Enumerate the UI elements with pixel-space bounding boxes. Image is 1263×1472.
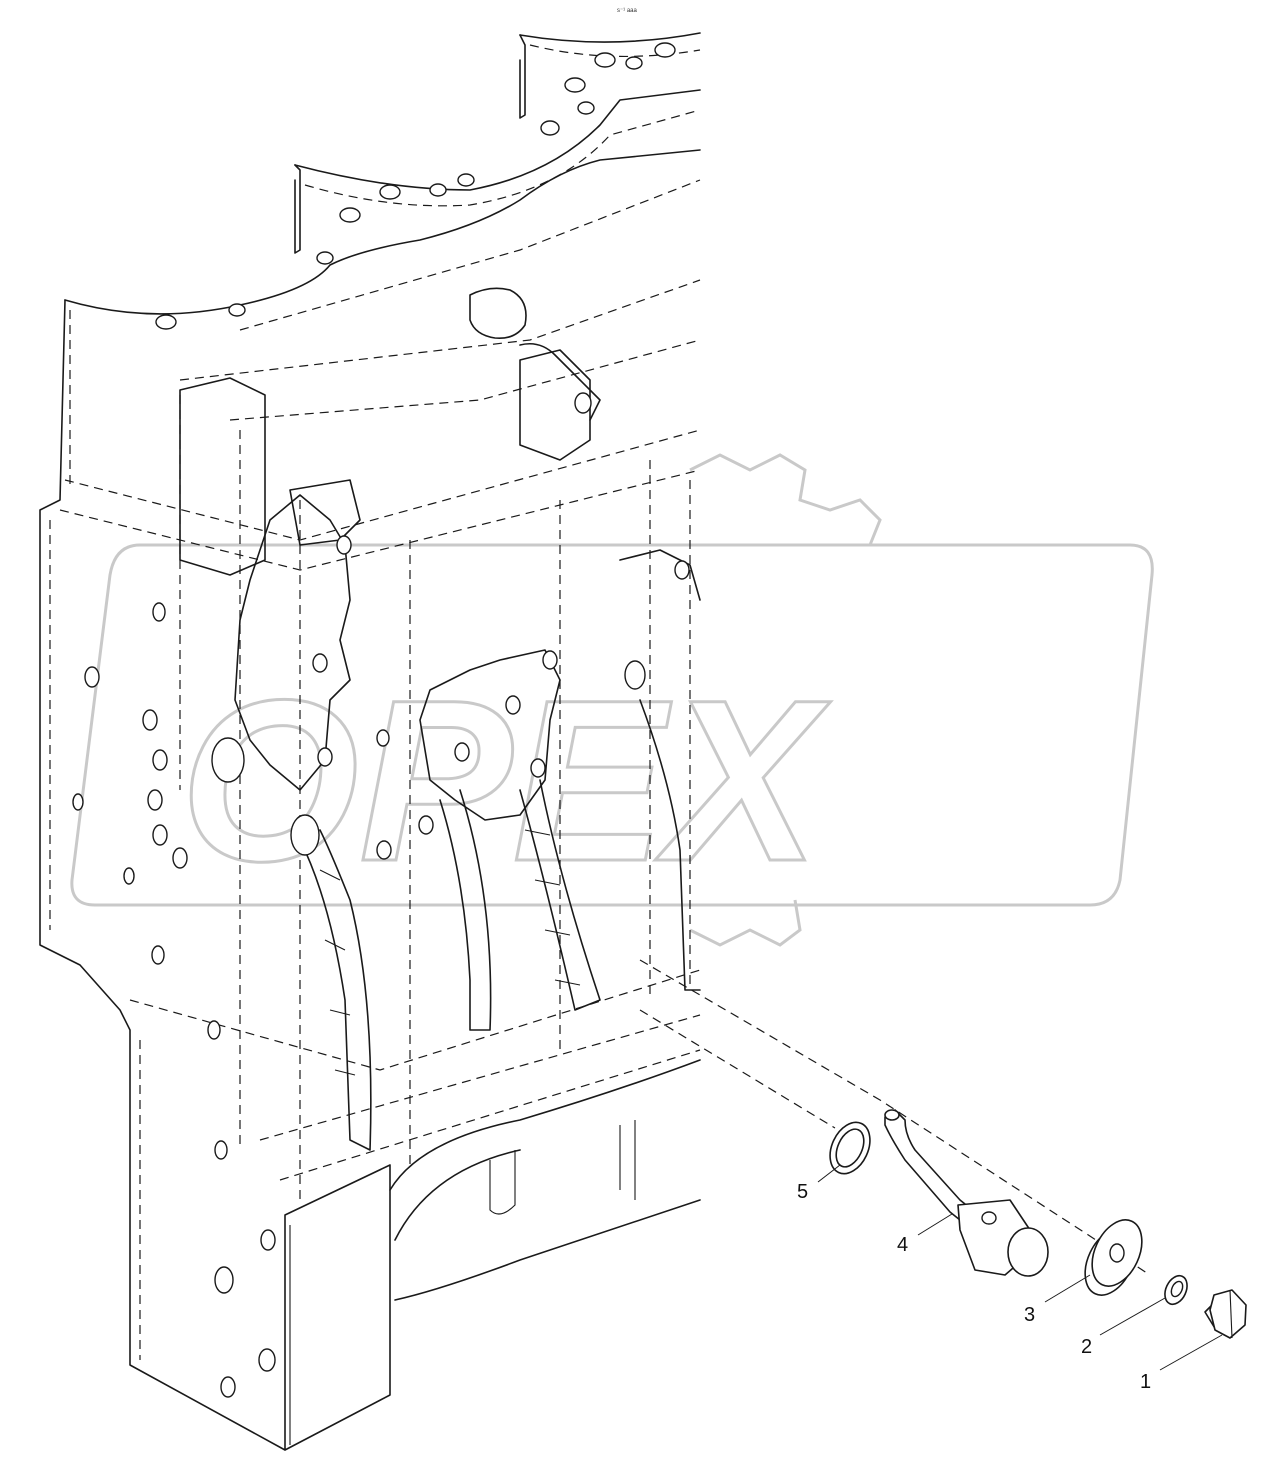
assembly-axis [639,959,1151,1276]
callout-4: 4 [897,1213,953,1256]
callout-5: 5 [797,1164,841,1203]
part-4-oil-pipe [884,1109,1049,1277]
drawing-code: s⁻¹ aaa [617,8,638,14]
part-1-plug-screw [1204,1289,1247,1339]
engine-block [39,32,701,1451]
part-5-o-ring [829,1121,871,1175]
callout-4-label: 4 [897,1234,908,1256]
part-2-sealing-ring [1164,1274,1188,1306]
callout-3: 3 [1024,1274,1091,1326]
part-3-washer [1084,1219,1143,1296]
callout-1: 1 [1140,1334,1223,1393]
callout-2: 2 [1081,1297,1166,1358]
assembly-axis-2 [639,1009,836,1129]
callout-1-label: 1 [1140,1371,1151,1393]
callout-2-label: 2 [1081,1336,1092,1358]
opex-watermark: OPEX [70,453,1154,947]
callout-3-label: 3 [1024,1304,1035,1326]
callout-5-label: 5 [797,1181,808,1203]
watermark-text: OPEX [180,652,831,909]
